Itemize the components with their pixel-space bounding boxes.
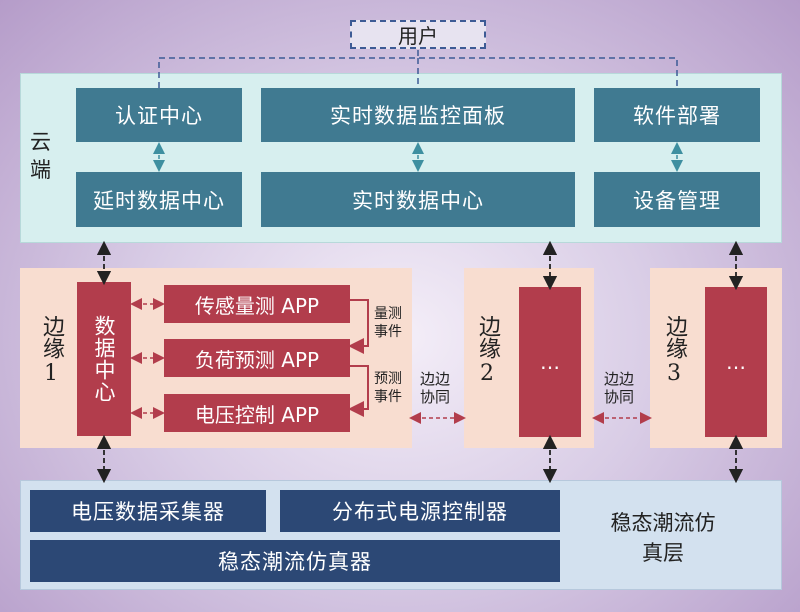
- edge-collab-label-2: 边边协同: [604, 370, 635, 406]
- user-connector: [158, 50, 678, 88]
- delay-data-center-box: 延时数据中心: [76, 172, 242, 227]
- user-label: 用户: [398, 24, 438, 48]
- distributed-power-controller-box: 分布式电源控制器: [280, 490, 560, 532]
- measurement-event-flow: [348, 299, 369, 354]
- steady-state-flow-simulator-box: 稳态潮流仿真器: [30, 540, 560, 582]
- cloud-label: 云端: [30, 130, 51, 182]
- measurement-event-label: 量测事件: [374, 306, 402, 340]
- voltage-control-app: 电压控制 APP: [164, 394, 350, 432]
- sensing-measurement-app: 传感量测 APP: [164, 285, 350, 323]
- edge1-label: 边缘 1: [36, 315, 66, 389]
- edge3-number: 3: [667, 361, 681, 386]
- edge1-data-center: 数据中心: [77, 282, 131, 436]
- edge2-data-center: …: [519, 287, 581, 437]
- forecast-event-label: 预测事件: [374, 371, 402, 405]
- load-forecast-app: 负荷预测 APP: [164, 339, 350, 377]
- edge3-data-center: …: [705, 287, 767, 437]
- edge3-label: 边缘 3: [659, 315, 689, 389]
- simulation-layer-label: 稳态潮流仿真层: [610, 511, 716, 565]
- software-deploy-box: 软件部署: [594, 88, 760, 142]
- edge2-label: 边缘 2: [472, 315, 502, 389]
- edge2-number: 2: [480, 361, 494, 386]
- user-box: 用户: [350, 20, 486, 49]
- edge1-number: 1: [44, 361, 58, 386]
- device-management-box: 设备管理: [594, 172, 760, 227]
- realtime-data-center-box: 实时数据中心: [261, 172, 575, 227]
- realtime-monitor-panel-box: 实时数据监控面板: [261, 88, 575, 142]
- auth-center-box: 认证中心: [76, 88, 242, 142]
- forecast-event-flow: [348, 365, 369, 417]
- voltage-data-collector-box: 电压数据采集器: [30, 490, 266, 532]
- edge-collab-label-1: 边边协同: [420, 370, 451, 406]
